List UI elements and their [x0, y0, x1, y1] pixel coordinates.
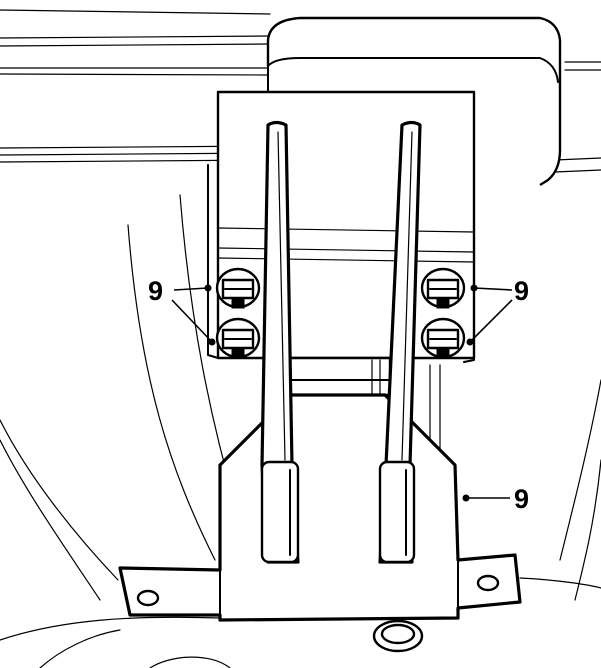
callout-label-right: 9: [514, 276, 529, 306]
pedal-shroud: [118, 356, 522, 653]
callout-left: 9: [148, 276, 216, 346]
callout-lower-right: 9: [462, 484, 529, 514]
bolt-upper-left: [215, 267, 261, 309]
pedal-left: [260, 120, 300, 564]
bolt-lower-right: [420, 317, 466, 359]
bolt-upper-right: [420, 267, 466, 309]
pedal-right: [378, 120, 422, 564]
callout-label-left: 9: [148, 276, 163, 306]
top-frame-lines: [0, 9, 601, 173]
callout-label-lower-right: 9: [514, 484, 529, 514]
callout-right: 9: [466, 276, 529, 346]
bolt-lower-left: [215, 317, 261, 359]
